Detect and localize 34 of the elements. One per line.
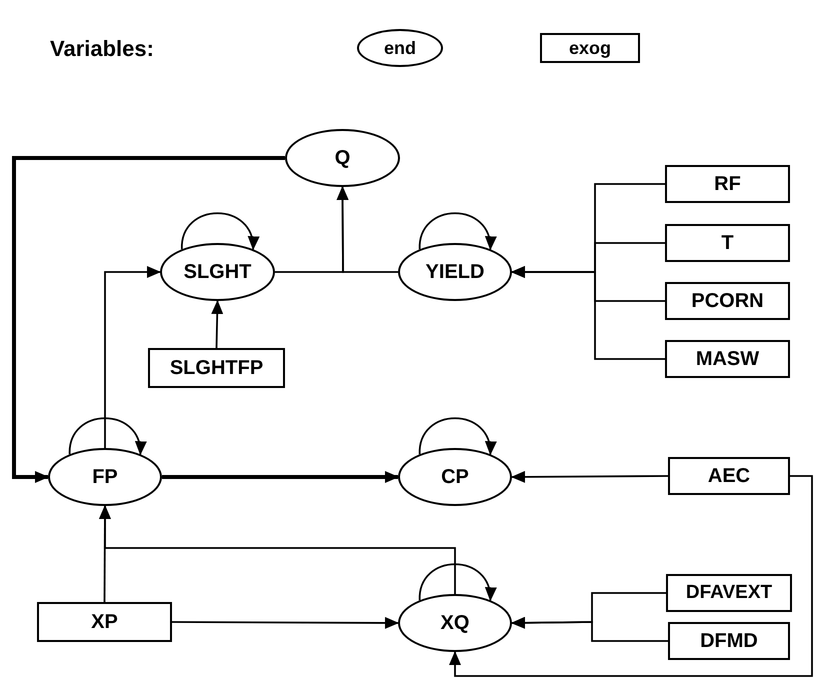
arrow [99, 505, 456, 594]
arrow [104, 266, 161, 448]
endogenous-ellipse: SLGHT [160, 243, 275, 301]
arrow [336, 186, 398, 273]
self-loop-arrow [68, 417, 146, 456]
exogenous-box: MASW [665, 340, 790, 378]
arrow [511, 266, 665, 360]
endogenous-ellipse: YIELD [398, 243, 512, 301]
exogenous-box: PCORN [665, 282, 790, 320]
endogenous-ellipse: CP [398, 448, 512, 506]
exogenous-box: DFMD [668, 622, 790, 660]
endogenous-ellipse: Q [285, 129, 400, 187]
variables-heading: Variables: [50, 36, 154, 62]
arrow [449, 475, 813, 677]
exogenous-box: SLGHTFP [148, 348, 285, 388]
self-loop-arrow [180, 212, 258, 250]
endogenous-ellipse: XQ [398, 594, 512, 652]
arrow [211, 300, 224, 348]
arrow [172, 616, 399, 629]
exogenous-box: AEC [668, 457, 790, 495]
self-loop-arrow [418, 417, 496, 456]
exogenous-box: T [665, 224, 790, 262]
exogenous-box: RF [665, 165, 790, 203]
arrow [511, 616, 668, 642]
exogenous-box: DFAVEXT [666, 574, 792, 612]
self-loop-arrow [418, 563, 496, 602]
arrow [12, 156, 285, 483]
arrow [511, 470, 668, 483]
endogenous-ellipse: end [357, 29, 443, 67]
self-loop-arrow [418, 212, 496, 250]
exogenous-box: XP [37, 602, 172, 642]
arrow [162, 471, 399, 483]
endogenous-ellipse: FP [48, 448, 162, 506]
exogenous-box: exog [540, 33, 640, 63]
